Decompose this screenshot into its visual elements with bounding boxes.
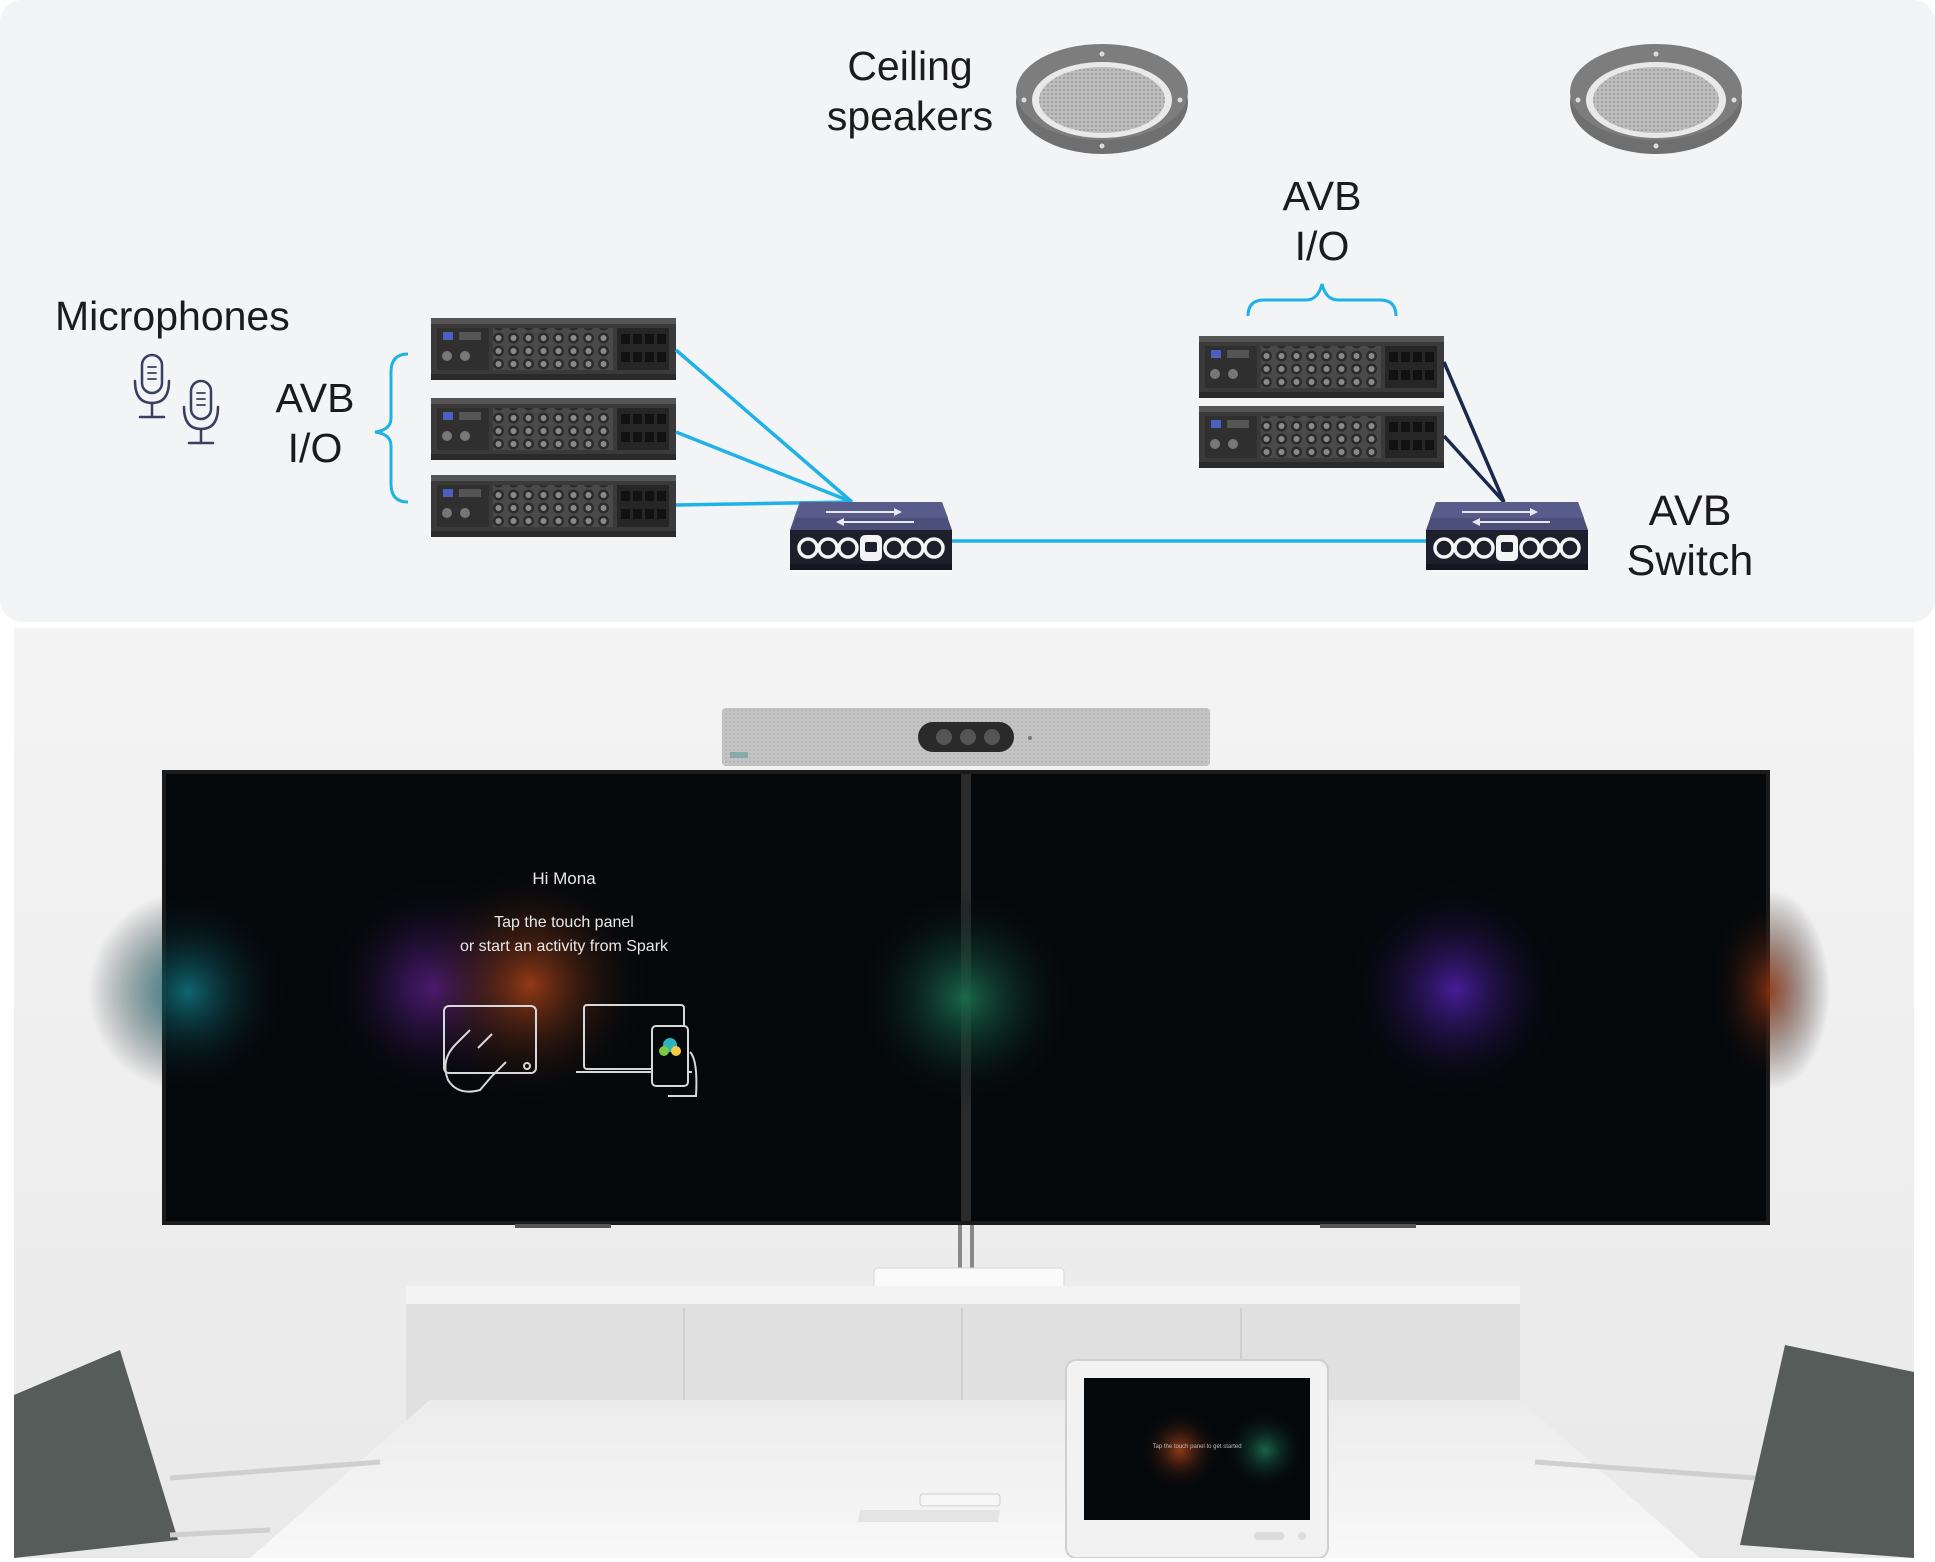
laptop-phone-icon bbox=[576, 1004, 698, 1097]
screen-instruction: or start an activity from Spark bbox=[460, 938, 669, 955]
avb-switch-label: AVB bbox=[1649, 487, 1732, 535]
dark-blue-links bbox=[1442, 361, 1506, 504]
avb-switch-label: Switch bbox=[1627, 537, 1754, 585]
touch-panel-text: Tap the touch panel to get started bbox=[1152, 1444, 1241, 1450]
microphones-label: Microphones bbox=[55, 293, 290, 339]
avb-io-rack-icon bbox=[1199, 336, 1444, 398]
avb-io-left-bracket bbox=[374, 352, 409, 504]
camera-bar bbox=[722, 708, 1210, 766]
ceiling-speakers-label: Ceiling bbox=[847, 43, 972, 89]
spark-logo-icon bbox=[659, 1038, 681, 1056]
avb-io-rack-icon bbox=[1199, 406, 1444, 468]
room-photo: Hi Mona Tap the touch panel or start an … bbox=[14, 628, 1914, 1558]
avb-io-right-label: AVB bbox=[1283, 173, 1362, 219]
avb-switch-icon bbox=[788, 500, 954, 572]
screen-greeting: Hi Mona bbox=[532, 869, 596, 888]
avb-io-left-label: AVB bbox=[276, 375, 355, 421]
avb-io-right-bracket bbox=[1246, 283, 1398, 317]
avb-io-left-label: I/O bbox=[288, 425, 343, 471]
avb-io-rack-icon bbox=[431, 475, 676, 537]
avb-io-right-label: I/O bbox=[1295, 223, 1350, 269]
ceiling-speaker-icon bbox=[1570, 44, 1742, 154]
diagram-background bbox=[0, 0, 1935, 622]
ceiling-speakers-label: speakers bbox=[827, 93, 993, 139]
conference-table bbox=[250, 1400, 1700, 1558]
avb-switch-icon bbox=[1424, 500, 1590, 572]
dual-display: Hi Mona Tap the touch panel or start an … bbox=[88, 770, 1830, 1228]
avb-io-rack-icon bbox=[431, 398, 676, 460]
touch-panel-device: Tap the touch panel to get started bbox=[1065, 1359, 1329, 1558]
chair-right bbox=[1534, 1345, 1914, 1558]
ceiling-speaker-icon bbox=[1016, 44, 1188, 154]
screen-instruction: Tap the touch panel bbox=[494, 914, 634, 931]
touch-panel-hand-icon bbox=[443, 1005, 537, 1093]
avb-io-rack-icon bbox=[431, 318, 676, 380]
chair-left bbox=[14, 1350, 381, 1558]
